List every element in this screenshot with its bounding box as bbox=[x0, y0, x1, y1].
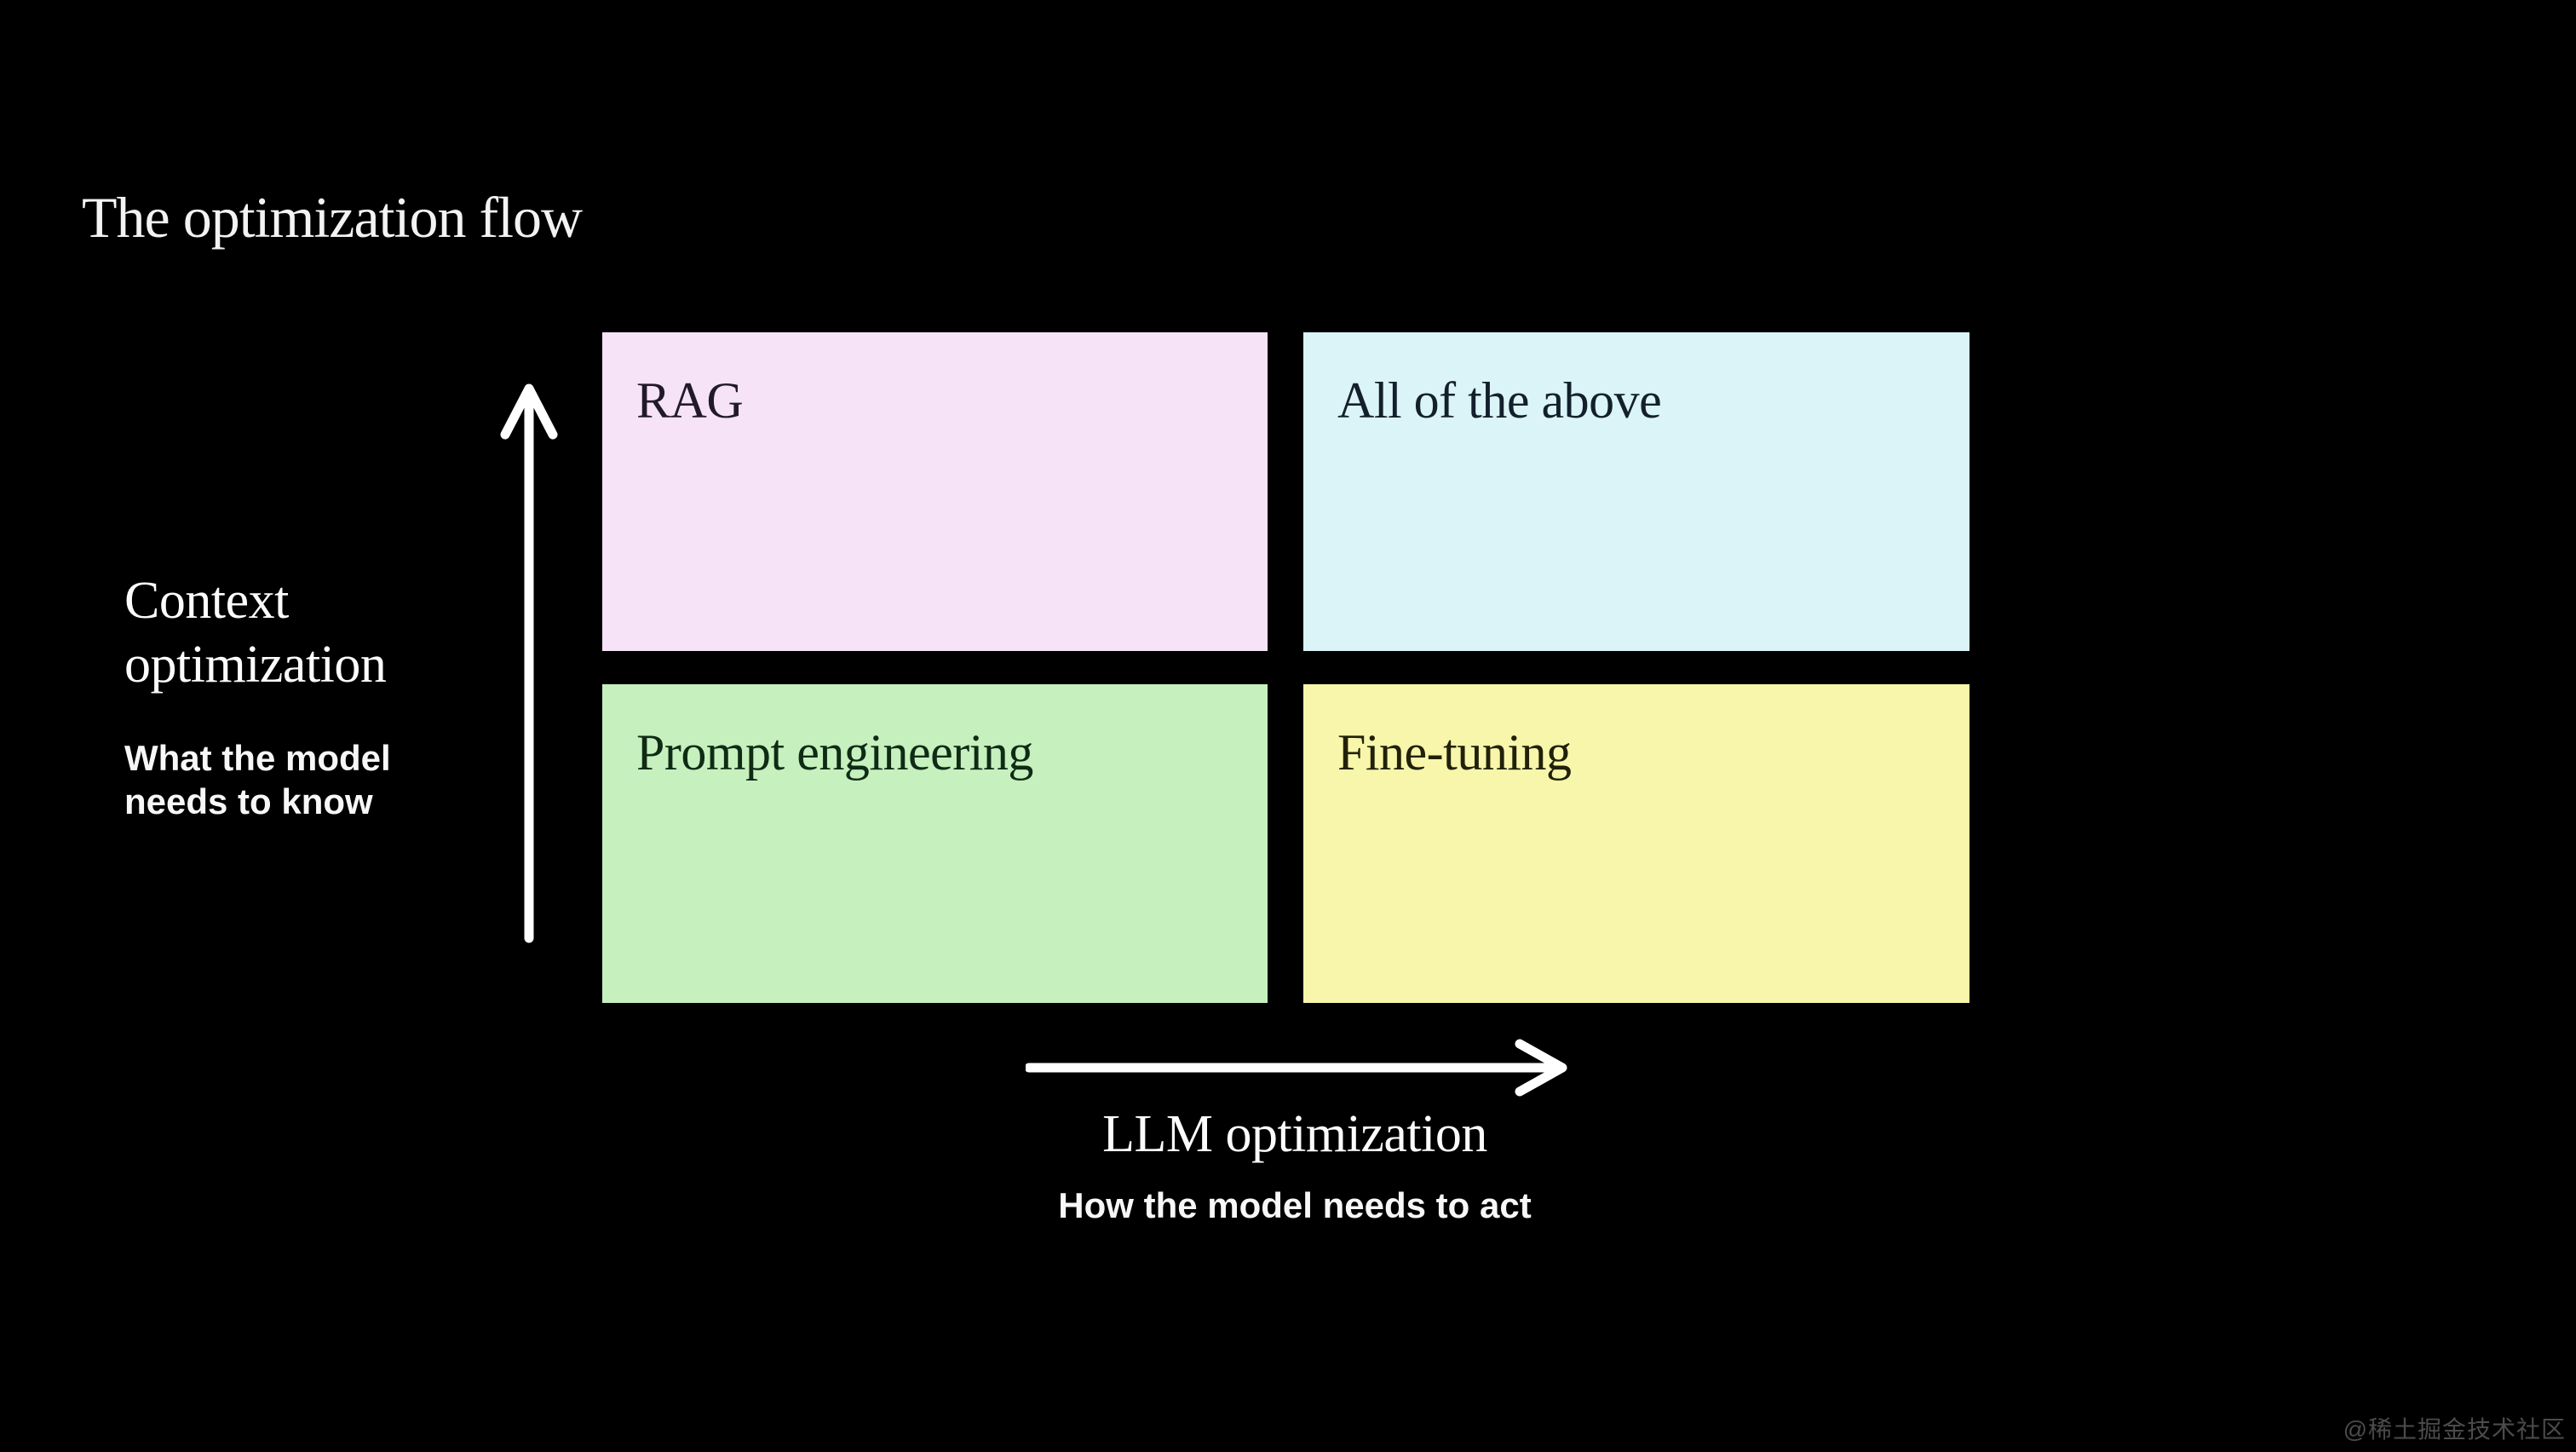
quadrant-prompt-engineering: Prompt engineering bbox=[602, 684, 1268, 1003]
quadrant-fine-tuning-label: Fine-tuning bbox=[1337, 724, 1572, 781]
y-axis-label: Context optimization bbox=[124, 572, 387, 694]
quadrant-rag: RAG bbox=[602, 332, 1268, 651]
quadrant-rag-label: RAG bbox=[636, 372, 744, 429]
y-axis-sublabel: What the model needs to know bbox=[124, 738, 391, 822]
slide-title: The optimization flow bbox=[82, 185, 583, 250]
quadrant-fine-tuning: Fine-tuning bbox=[1303, 684, 1969, 1003]
x-axis-label: LLM optimization bbox=[1102, 1105, 1487, 1163]
right-arrow-icon bbox=[1026, 1039, 1567, 1097]
x-axis-sublabel: How the model needs to act bbox=[1058, 1185, 1532, 1225]
quadrant-all-of-the-above: All of the above bbox=[1303, 332, 1969, 651]
quadrant-prompt-engineering-label: Prompt engineering bbox=[636, 724, 1033, 781]
quadrant-all-of-the-above-label: All of the above bbox=[1337, 372, 1662, 429]
watermark: @稀土掘金技术社区 bbox=[2343, 1416, 2566, 1443]
up-arrow-icon bbox=[500, 383, 558, 943]
